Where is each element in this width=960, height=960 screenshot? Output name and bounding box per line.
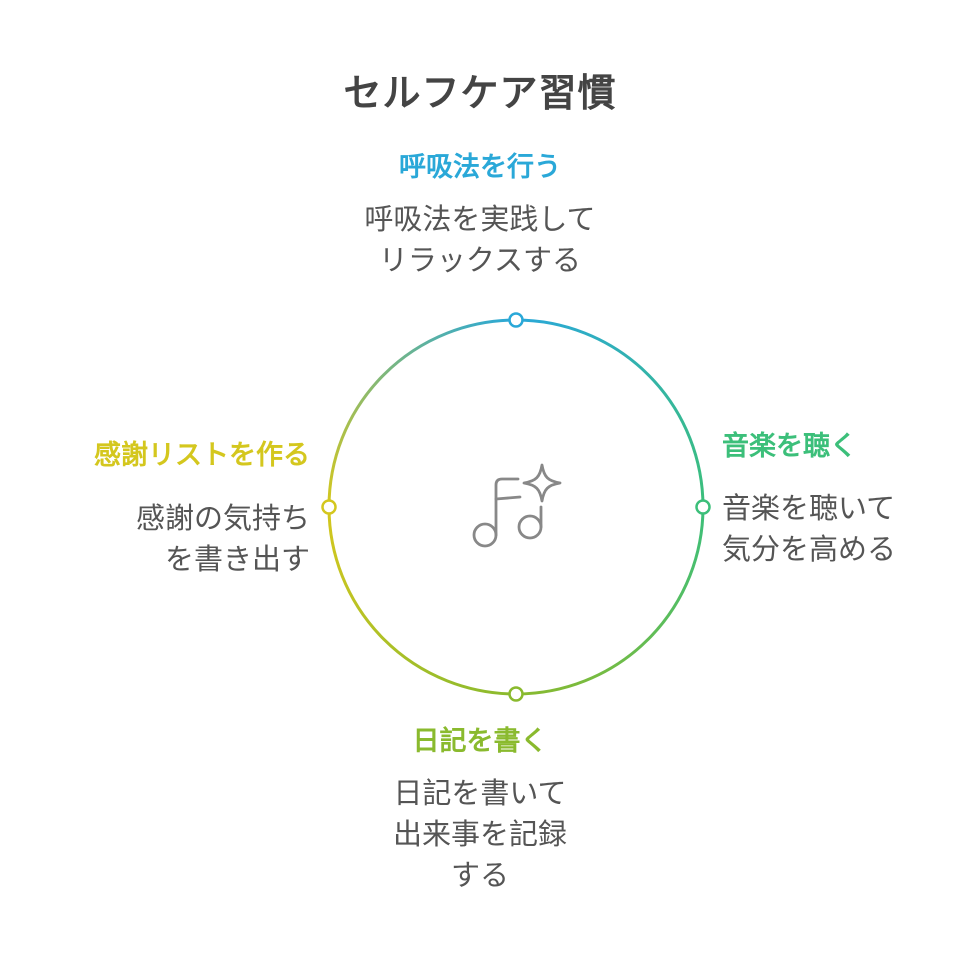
music-note-sparkle-icon: [472, 463, 562, 548]
arc-right-bottom: [515, 506, 705, 696]
heading-breathing: 呼吸法を行う: [399, 152, 561, 183]
arc-bottom-left: [327, 506, 517, 696]
heading-gratitude: 感謝リストを作る: [94, 440, 310, 471]
node-right: [695, 499, 711, 515]
desc-breathing: 呼吸法を実践して リラックスする: [364, 202, 596, 277]
node-top: [508, 312, 524, 328]
desc-gratitude: 感謝の気持ち を書き出す: [135, 501, 310, 576]
desc-music: 音楽を聴いて 気分を高める: [722, 491, 897, 566]
heading-journal: 日記を書く: [412, 726, 548, 757]
heading-music: 音楽を聴く: [722, 431, 857, 462]
node-bottom: [508, 686, 524, 702]
node-left: [321, 499, 337, 515]
arc-left-top: [327, 318, 517, 508]
desc-journal: 日記を書いて 出来事を記録 する: [392, 776, 567, 892]
page-title: セルフケア習慣: [343, 71, 617, 115]
arc-top-right: [515, 318, 705, 508]
